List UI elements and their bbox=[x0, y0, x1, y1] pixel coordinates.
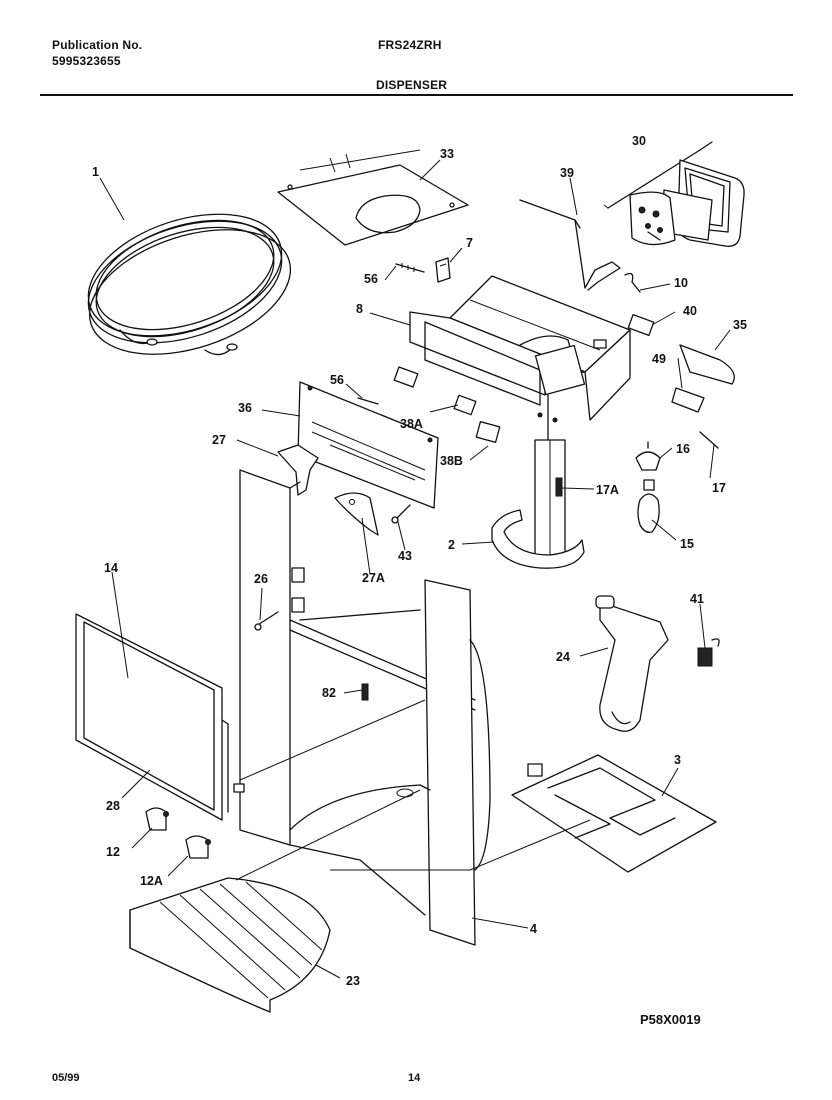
publication-label: Publication No. bbox=[52, 38, 143, 52]
dispenser-chute bbox=[534, 439, 566, 561]
part-16-lamp-socket bbox=[635, 441, 661, 471]
part-40-connector bbox=[627, 314, 655, 336]
part-27A-lever bbox=[334, 492, 379, 536]
footer-page-number: 14 bbox=[408, 1072, 421, 1084]
part-3-heater-plate bbox=[511, 754, 717, 873]
callout-12A: 12A bbox=[140, 874, 163, 888]
callout-56-upper: 56 bbox=[364, 272, 378, 286]
callout-4: 4 bbox=[530, 922, 537, 936]
part-7-clip bbox=[435, 257, 451, 283]
part-4-front-panel bbox=[289, 579, 491, 946]
callout-27A: 27A bbox=[362, 571, 385, 585]
callout-1: 1 bbox=[92, 165, 99, 179]
part-17-screw bbox=[699, 431, 719, 449]
callout-23: 23 bbox=[346, 974, 360, 988]
header-rule bbox=[40, 94, 793, 96]
callout-38B: 38B bbox=[440, 454, 463, 468]
part-38B-switch bbox=[475, 421, 501, 443]
part-33-cover-plate bbox=[277, 149, 469, 246]
callout-labels: 1 33 30 39 7 56 10 8 40 35 49 56 36 38A … bbox=[92, 134, 747, 988]
figure-code: P58X0019 bbox=[640, 1012, 701, 1027]
part-2-chute-ring bbox=[491, 509, 585, 569]
callout-15: 15 bbox=[680, 537, 694, 551]
part-56-screw-upper bbox=[395, 263, 425, 273]
part-82-screw bbox=[361, 683, 369, 701]
part-26-screw bbox=[254, 611, 279, 631]
part-39-wire-bracket bbox=[519, 199, 621, 291]
part-15-light-bulb bbox=[637, 479, 660, 533]
part-14-door-panel bbox=[75, 613, 223, 821]
part-10-clip bbox=[624, 272, 641, 293]
callout-3: 3 bbox=[674, 753, 681, 767]
part-28-door-trim bbox=[221, 719, 245, 813]
section-title: DISPENSER bbox=[376, 78, 448, 92]
callout-8: 8 bbox=[356, 302, 363, 316]
part-24-actuator-arm bbox=[595, 595, 669, 732]
callout-2: 2 bbox=[448, 538, 455, 552]
callout-41: 41 bbox=[690, 592, 704, 606]
part-41-spring bbox=[697, 638, 720, 667]
part-27-bracket bbox=[277, 444, 319, 496]
callout-12: 12 bbox=[106, 845, 120, 859]
part-17A-spring bbox=[555, 477, 563, 497]
callout-7: 7 bbox=[466, 236, 473, 250]
callout-17A: 17A bbox=[596, 483, 619, 497]
footer-date: 05/99 bbox=[52, 1072, 80, 1084]
part-56-screw-lower bbox=[357, 397, 379, 405]
part-12-clip bbox=[145, 807, 169, 831]
callout-27: 27 bbox=[212, 433, 226, 447]
part-49-socket bbox=[671, 387, 705, 413]
model-number: FRS24ZRH bbox=[378, 38, 442, 52]
callout-36: 36 bbox=[238, 401, 252, 415]
callout-38A: 38A bbox=[400, 417, 423, 431]
callout-35: 35 bbox=[733, 318, 747, 332]
part-35-lamp-bulb bbox=[679, 344, 735, 385]
callout-10: 10 bbox=[674, 276, 688, 290]
callout-16: 16 bbox=[676, 442, 690, 456]
leader-lines bbox=[99, 159, 731, 979]
part-12A-clip bbox=[185, 835, 211, 859]
part-30-light-housing bbox=[607, 141, 745, 247]
callout-40: 40 bbox=[683, 304, 697, 318]
part-23-drip-tray bbox=[129, 877, 331, 1013]
callout-17: 17 bbox=[712, 481, 726, 495]
callout-24: 24 bbox=[556, 650, 570, 664]
callout-30: 30 bbox=[632, 134, 646, 148]
callout-28: 28 bbox=[106, 799, 120, 813]
publication-number: 5995323655 bbox=[52, 54, 121, 68]
callout-39: 39 bbox=[560, 166, 574, 180]
part-8-dispenser-housing bbox=[409, 275, 631, 441]
callout-26: 26 bbox=[254, 572, 268, 586]
callout-33: 33 bbox=[440, 147, 454, 161]
callout-14: 14 bbox=[104, 561, 118, 575]
part-43-screw bbox=[391, 504, 411, 524]
callout-82: 82 bbox=[322, 686, 336, 700]
part-38A-switch bbox=[393, 366, 477, 416]
part-36-panel-board bbox=[297, 381, 439, 509]
callout-43: 43 bbox=[398, 549, 412, 563]
part-1-tubing-coil bbox=[87, 213, 292, 356]
callout-49: 49 bbox=[652, 352, 666, 366]
callout-56-lower: 56 bbox=[330, 373, 344, 387]
